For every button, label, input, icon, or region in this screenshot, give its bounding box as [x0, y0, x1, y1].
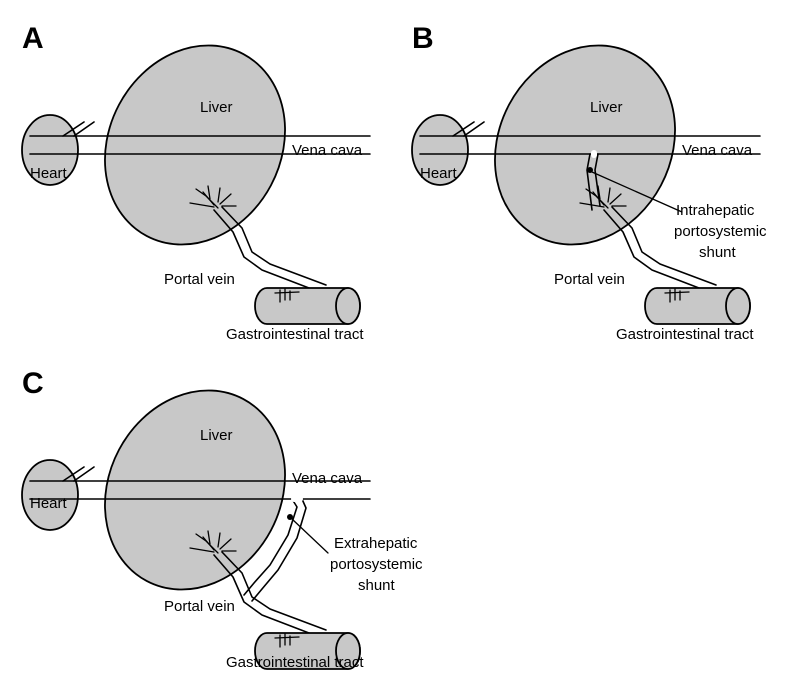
- gi-tract-label: Gastrointestinal tract: [226, 326, 364, 343]
- portal-vein-label: Portal vein: [554, 271, 625, 288]
- shunt-label-line1: Extrahepatic: [334, 535, 418, 552]
- shunt-label-line2: portosystemic: [674, 223, 767, 240]
- shunt-marker: [287, 514, 293, 520]
- panel-letter-c: C: [22, 367, 44, 400]
- panel-letter-a: A: [22, 22, 44, 55]
- panel-b: B Intrahepatic portosystemic shunt Liver…: [411, 12, 767, 343]
- shunt-label-line1: Intrahepatic: [676, 202, 755, 219]
- portal-vein-label: Portal vein: [164, 271, 235, 288]
- heart-label: Heart: [30, 165, 68, 182]
- shunt-marker: [587, 167, 593, 173]
- liver-label: Liver: [590, 99, 623, 116]
- vena-cava-label: Vena cava: [292, 470, 363, 487]
- extrahepatic-shunt: [243, 498, 298, 596]
- portal-vein-label: Portal vein: [164, 598, 235, 615]
- shunt-label-line3: shunt: [699, 244, 737, 261]
- vena-cava-label: Vena cava: [292, 142, 363, 159]
- panel-c: C Extrahepatic portosystemic shunt Liver…: [21, 357, 423, 671]
- shunt-label-line3: shunt: [358, 577, 396, 594]
- shunt-label-line2: portosystemic: [330, 556, 423, 573]
- heart-label: Heart: [30, 495, 68, 512]
- liver-label: Liver: [200, 427, 233, 444]
- liver-label: Liver: [200, 99, 233, 116]
- panel-a: A Liver Heart Vena cava Portal vein Gast…: [21, 12, 371, 343]
- panel-letter-b: B: [412, 22, 434, 55]
- gi-tract-label: Gastrointestinal tract: [616, 326, 754, 343]
- gi-tract-label: Gastrointestinal tract: [226, 654, 364, 671]
- shunt-leader-line: [291, 518, 329, 554]
- vena-cava-label: Vena cava: [682, 142, 753, 159]
- heart-label: Heart: [420, 165, 458, 182]
- shunt-leader-line: [591, 171, 683, 213]
